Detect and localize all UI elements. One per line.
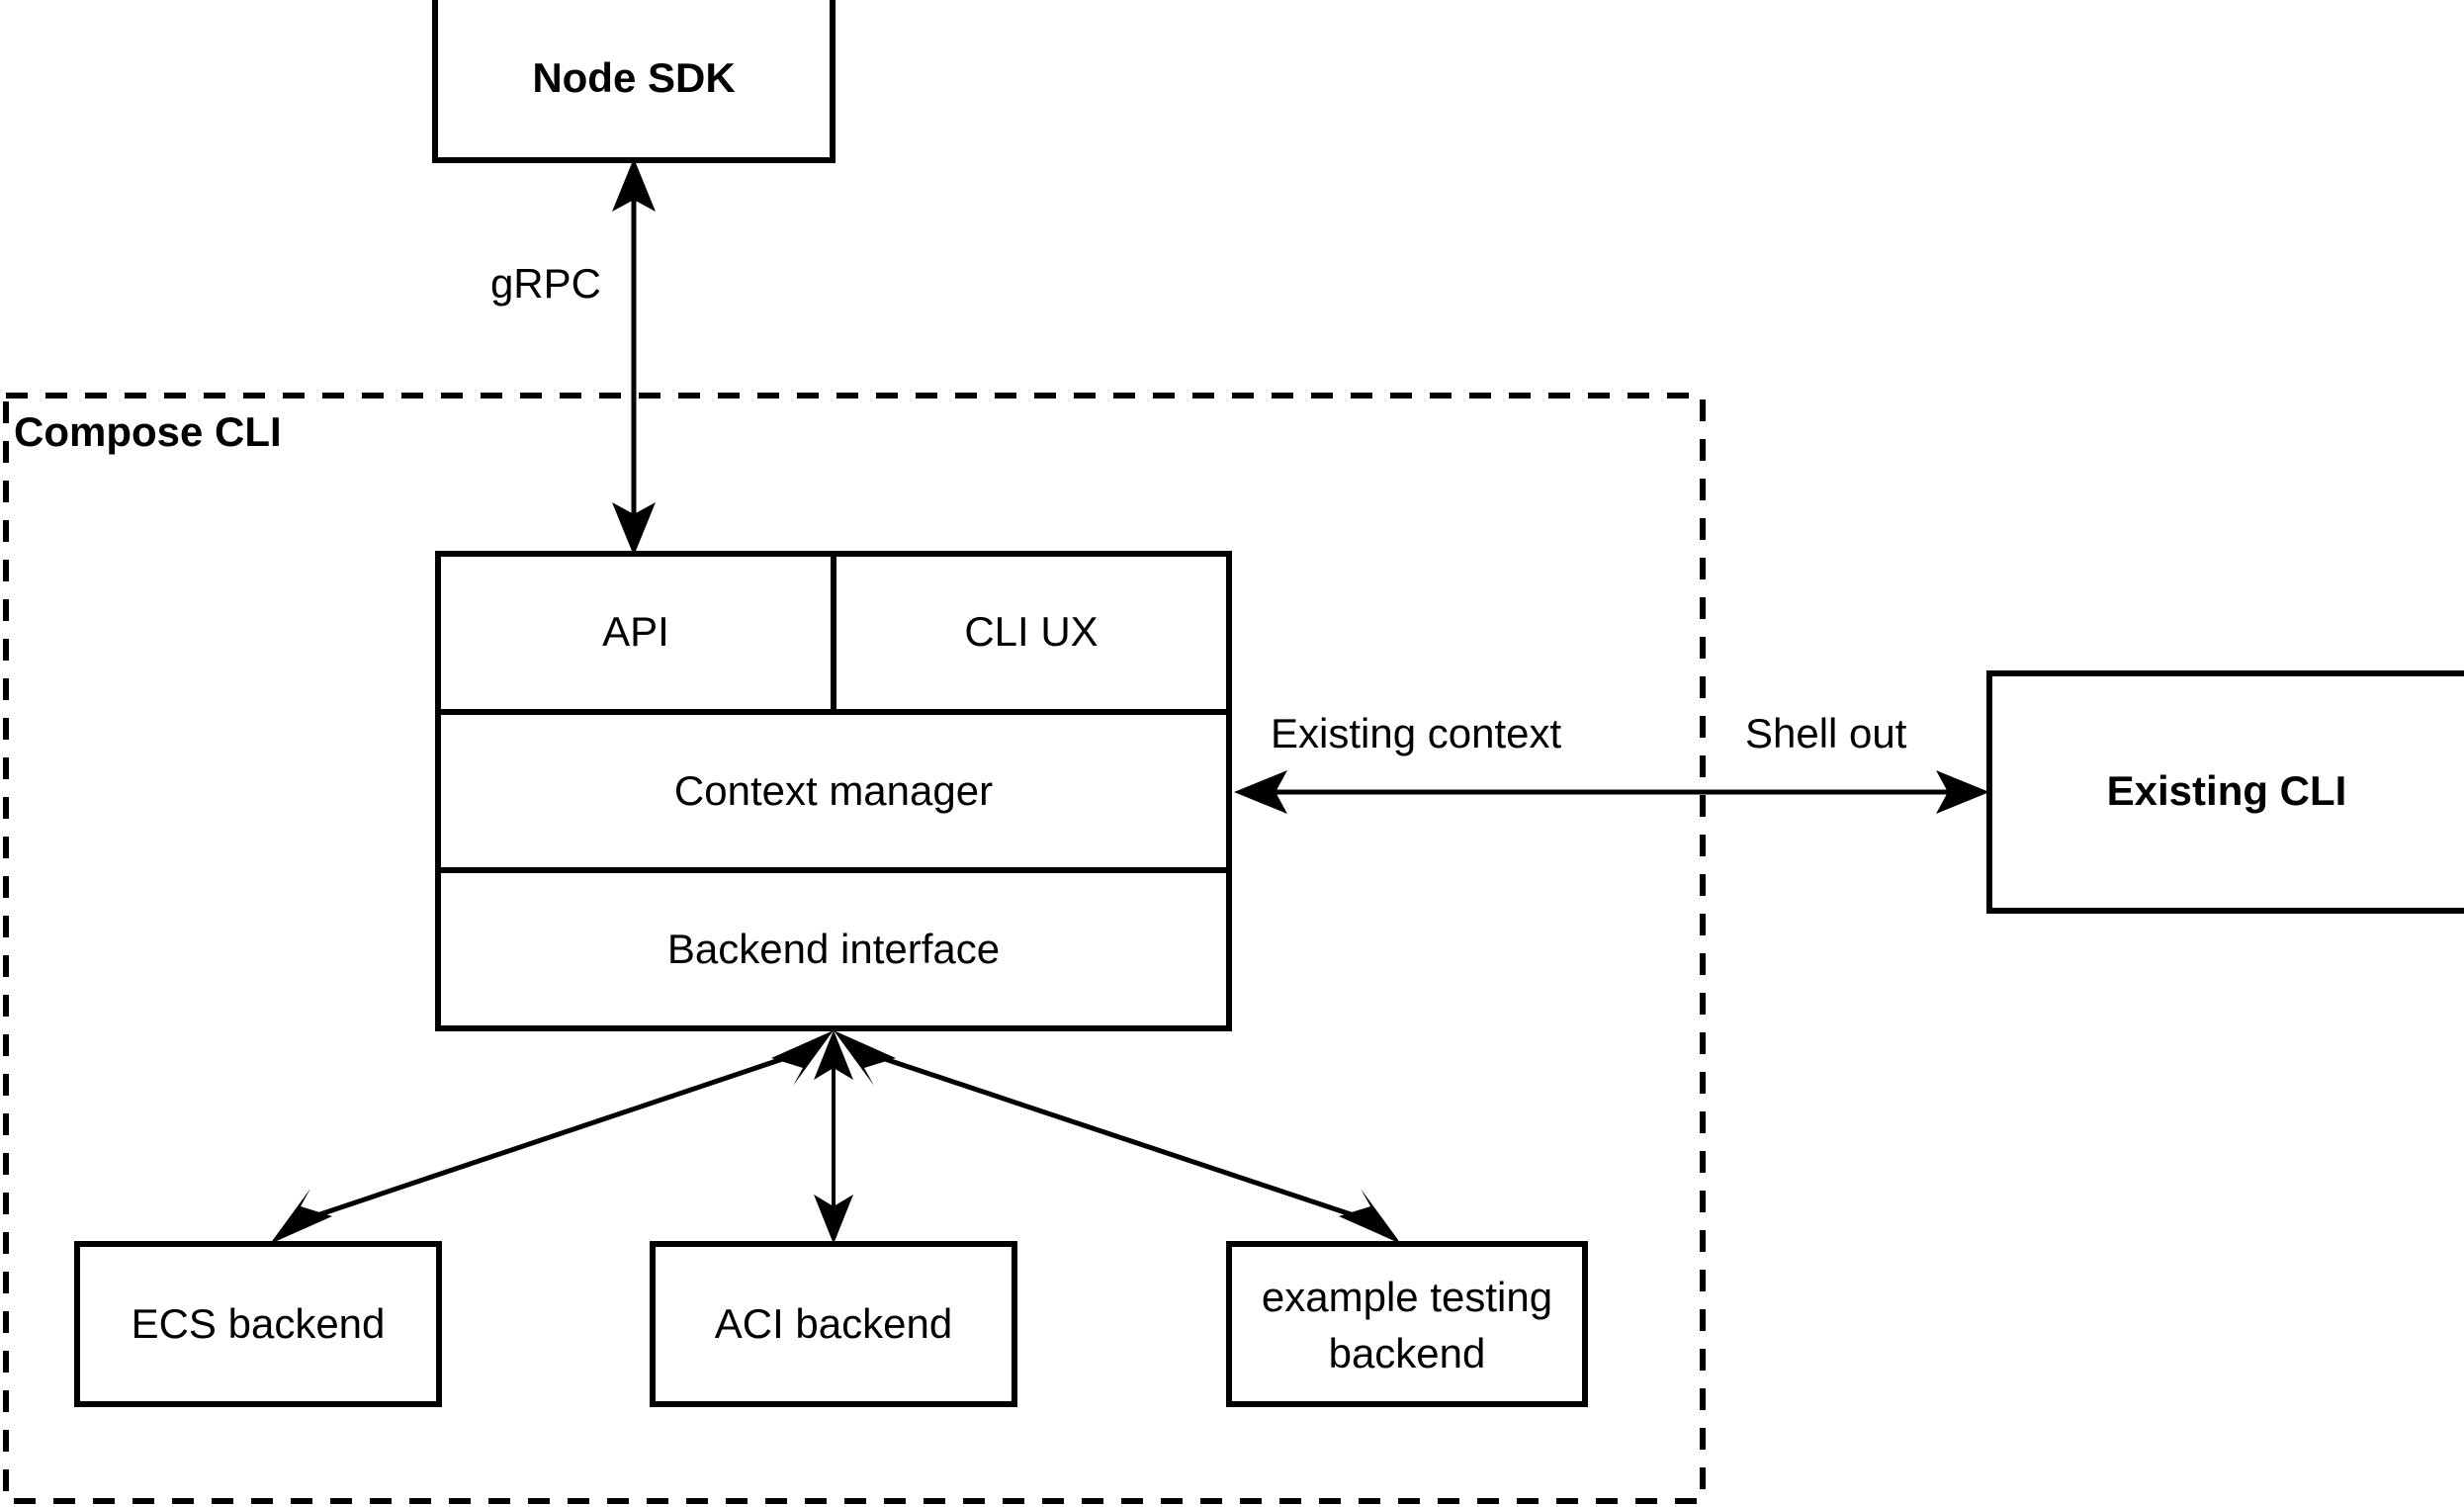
backend-to-ecs-arrow-head-down: [270, 1189, 332, 1244]
existing-cli-box[interactable]: [1986, 670, 2464, 914]
aci-backend-label: ACI backend: [715, 1300, 952, 1347]
grpc-edge-label: gRPC: [490, 260, 601, 307]
compose-cli-group-boundary: [3, 393, 1706, 1504]
existing-cli-label: Existing CLI: [2107, 767, 2347, 814]
backend-to-example-arrow-head-down: [1339, 1189, 1401, 1244]
cli-ux-label: CLI UX: [964, 608, 1098, 655]
ecs-backend-label: ECS backend: [132, 1300, 386, 1347]
api-label: API: [602, 608, 669, 655]
backend-to-example-line: [857, 1047, 1375, 1225]
existing-context-arrow-head-left: [1234, 770, 1287, 814]
shell-out-edge-label: Shell out: [1745, 710, 1907, 756]
example-testing-backend-box-fill: [1229, 1244, 1585, 1404]
backend-to-ecs-arrow-head-up: [771, 1030, 834, 1086]
backend-to-example-arrow-head-up: [834, 1030, 896, 1086]
compose-cli-group-label: Compose CLI: [14, 408, 282, 455]
node-sdk-box-fill: [435, 0, 833, 160]
ecs-backend-box[interactable]: [74, 1241, 442, 1407]
existing-cli-box-fill: [1989, 673, 2464, 911]
grpc-arrow-head-up: [612, 158, 656, 212]
example-testing-backend-label-line1: example testing: [1262, 1274, 1552, 1320]
existing-cli-edge: Existing context Shell out: [1234, 710, 1989, 814]
backend-to-ecs-edge: [270, 1030, 834, 1244]
aci-backend-box[interactable]: [650, 1241, 1017, 1407]
compose-cli-core-stack: API CLI UX Context manager Backend inter…: [435, 551, 1232, 1031]
shell-out-arrow-head-right: [1936, 770, 1989, 814]
example-testing-backend-box[interactable]: [1226, 1241, 1588, 1407]
backend-interface-box[interactable]: [435, 867, 1232, 1031]
backend-to-aci-edge: [814, 1030, 853, 1244]
ecs-backend-box-fill: [77, 1244, 439, 1404]
backend-to-aci-arrow-head-down: [814, 1195, 853, 1244]
node-sdk-label: Node SDK: [532, 54, 735, 101]
backend-to-ecs-line: [296, 1047, 810, 1225]
backend-to-aci-arrow-head-up: [814, 1030, 853, 1080]
backend-interface-label: Backend interface: [667, 926, 1000, 972]
grpc-arrow-head-down: [612, 502, 656, 556]
grpc-edge: gRPC: [490, 158, 656, 556]
example-testing-backend-label-line2: backend: [1329, 1330, 1486, 1376]
backend-to-example-edge: [834, 1030, 1401, 1244]
existing-context-edge-label: Existing context: [1271, 710, 1561, 756]
aci-backend-box-fill: [653, 1244, 1014, 1404]
context-manager-label: Context manager: [674, 767, 993, 814]
